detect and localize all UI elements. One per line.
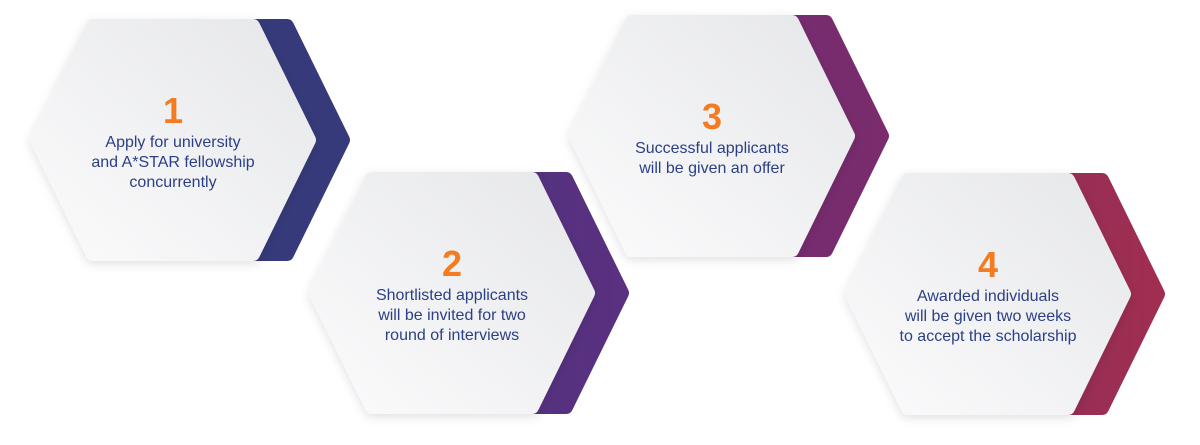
step-number: 4 (977, 244, 999, 285)
step-text: Awarded individuals will be given two we… (899, 288, 1077, 345)
hexagon-face (569, 15, 855, 257)
hexagon-shape (845, 173, 1165, 415)
hexagon-face (309, 172, 595, 414)
hexagon-shape (309, 172, 629, 414)
step-number: 2 (441, 243, 463, 284)
hexagon-face (845, 173, 1131, 415)
step-text: Apply for university and A*STAR fellowsh… (91, 134, 255, 191)
step-text: Successful applicants will be given an o… (635, 140, 789, 177)
step-number: 3 (701, 96, 723, 137)
hexagon-shape (30, 19, 350, 261)
hexagon-face (30, 19, 316, 261)
step-text: Shortlisted applicants will be invited f… (375, 287, 529, 344)
hexagon-shape (569, 15, 889, 257)
step-number: 1 (162, 90, 184, 131)
